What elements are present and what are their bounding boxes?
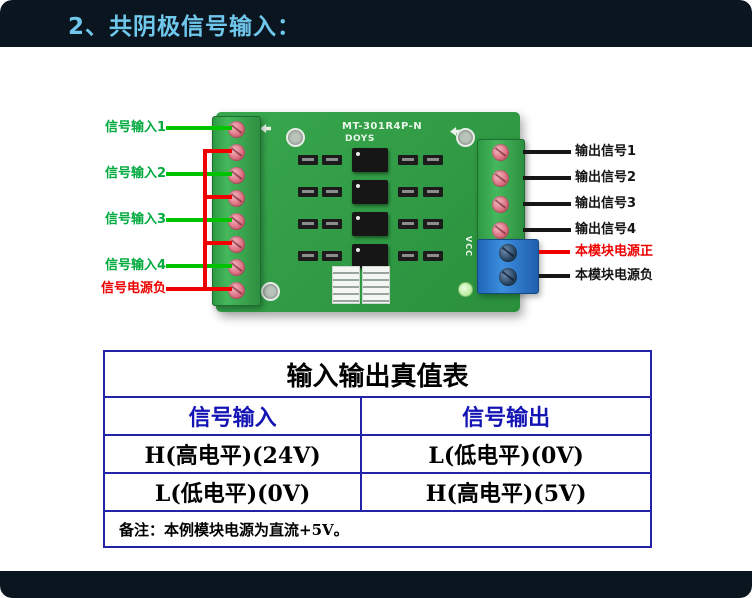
output-terminal-block xyxy=(477,139,525,241)
power-terminal-block xyxy=(477,239,539,294)
vcc-silkscreen-text: VCC xyxy=(464,236,473,257)
terminal-screw-icon xyxy=(228,121,245,138)
resistor xyxy=(423,251,443,261)
resistor xyxy=(298,155,318,165)
label-module-power-positive: 本模块电源正 xyxy=(575,244,654,259)
mounting-hole xyxy=(456,128,475,147)
resistor xyxy=(398,219,418,229)
truth-table-row: H(高电平)(24V) L(低电平)(0V) xyxy=(105,436,650,474)
truth-table-cell: H(高电平)(5V) xyxy=(425,481,587,507)
footer-bar xyxy=(0,571,752,598)
header-bar: 2、共阴极信号输入： xyxy=(0,0,752,47)
mounting-hole xyxy=(261,282,280,301)
resistor xyxy=(398,251,418,261)
terminal-screw-icon xyxy=(492,170,509,187)
resistor xyxy=(423,219,443,229)
truth-table-cell: H(高电平)(24V) xyxy=(105,436,363,472)
label-output-2: 输出信号2 xyxy=(575,170,637,185)
resistor xyxy=(322,251,342,261)
terminal-screw-icon xyxy=(228,144,245,161)
resistor xyxy=(298,251,318,261)
label-output-4: 输出信号4 xyxy=(575,222,637,237)
terminal-screw-icon xyxy=(492,222,509,239)
terminal-screw-icon xyxy=(228,213,245,230)
terminal-screw-icon xyxy=(228,236,245,253)
input-terminal-block xyxy=(212,116,261,306)
terminal-screw-icon xyxy=(499,268,517,286)
optocoupler-chip xyxy=(352,180,388,204)
truth-table-note: 备注：本例模块电源为直流+5V。 xyxy=(119,520,349,539)
terminal-screw-icon xyxy=(499,244,517,262)
resistor xyxy=(322,219,342,229)
terminal-screw-icon xyxy=(228,190,245,207)
truth-table-cell: L(低电平)(0V) xyxy=(105,474,363,510)
label-module-power-negative: 本模块电源负 xyxy=(575,268,654,283)
resistor xyxy=(322,187,342,197)
label-signal-input-4: 信号输入4 xyxy=(104,258,166,273)
page-title: 2、共阴极信号输入： xyxy=(68,13,302,40)
pcb-brand-text: DOYS xyxy=(345,134,375,144)
resistor xyxy=(398,187,418,197)
truth-table-cell: L(低电平)(0V) xyxy=(428,443,584,469)
resistor xyxy=(423,187,443,197)
terminal-screw-icon xyxy=(228,282,245,299)
resistor xyxy=(298,219,318,229)
silkscreen-logo-icon xyxy=(450,127,461,136)
power-led xyxy=(458,282,473,297)
label-signal-power-negative: 信号电源负 xyxy=(100,281,166,296)
pcb-model-text: MT-301R4P-N xyxy=(342,121,423,132)
truth-table-title: 输入输出真值表 xyxy=(105,352,650,398)
truth-table-header-input: 信号输入 xyxy=(105,398,363,434)
optocoupler-chip xyxy=(352,244,388,268)
silkscreen-logo-icon xyxy=(260,124,271,133)
terminal-screw-icon xyxy=(228,167,245,184)
label-output-1: 输出信号1 xyxy=(575,144,637,159)
terminal-screw-icon xyxy=(492,144,509,161)
terminal-screw-icon xyxy=(492,196,509,213)
terminal-screw-icon xyxy=(228,259,245,276)
truth-table: 输入输出真值表 信号输入 信号输出 H(高电平)(24V) L(低电平)(0V)… xyxy=(103,350,652,548)
label-signal-input-1: 信号输入1 xyxy=(104,120,166,135)
silkscreen-table xyxy=(362,266,390,304)
optocoupler-chip xyxy=(352,212,388,236)
resistor xyxy=(298,187,318,197)
resistor xyxy=(398,155,418,165)
truth-table-header-output: 信号输出 xyxy=(462,405,551,431)
label-signal-input-2: 信号输入2 xyxy=(104,166,166,181)
truth-table-header-row: 信号输入 信号输出 xyxy=(105,398,650,436)
resistor xyxy=(423,155,443,165)
truth-table-row: L(低电平)(0V) H(高电平)(5V) xyxy=(105,474,650,512)
label-signal-input-3: 信号输入3 xyxy=(104,212,166,227)
mounting-hole xyxy=(286,128,305,147)
silkscreen-table xyxy=(332,266,360,304)
resistor xyxy=(322,155,342,165)
label-output-3: 输出信号3 xyxy=(575,196,637,211)
optocoupler-chip xyxy=(352,148,388,172)
